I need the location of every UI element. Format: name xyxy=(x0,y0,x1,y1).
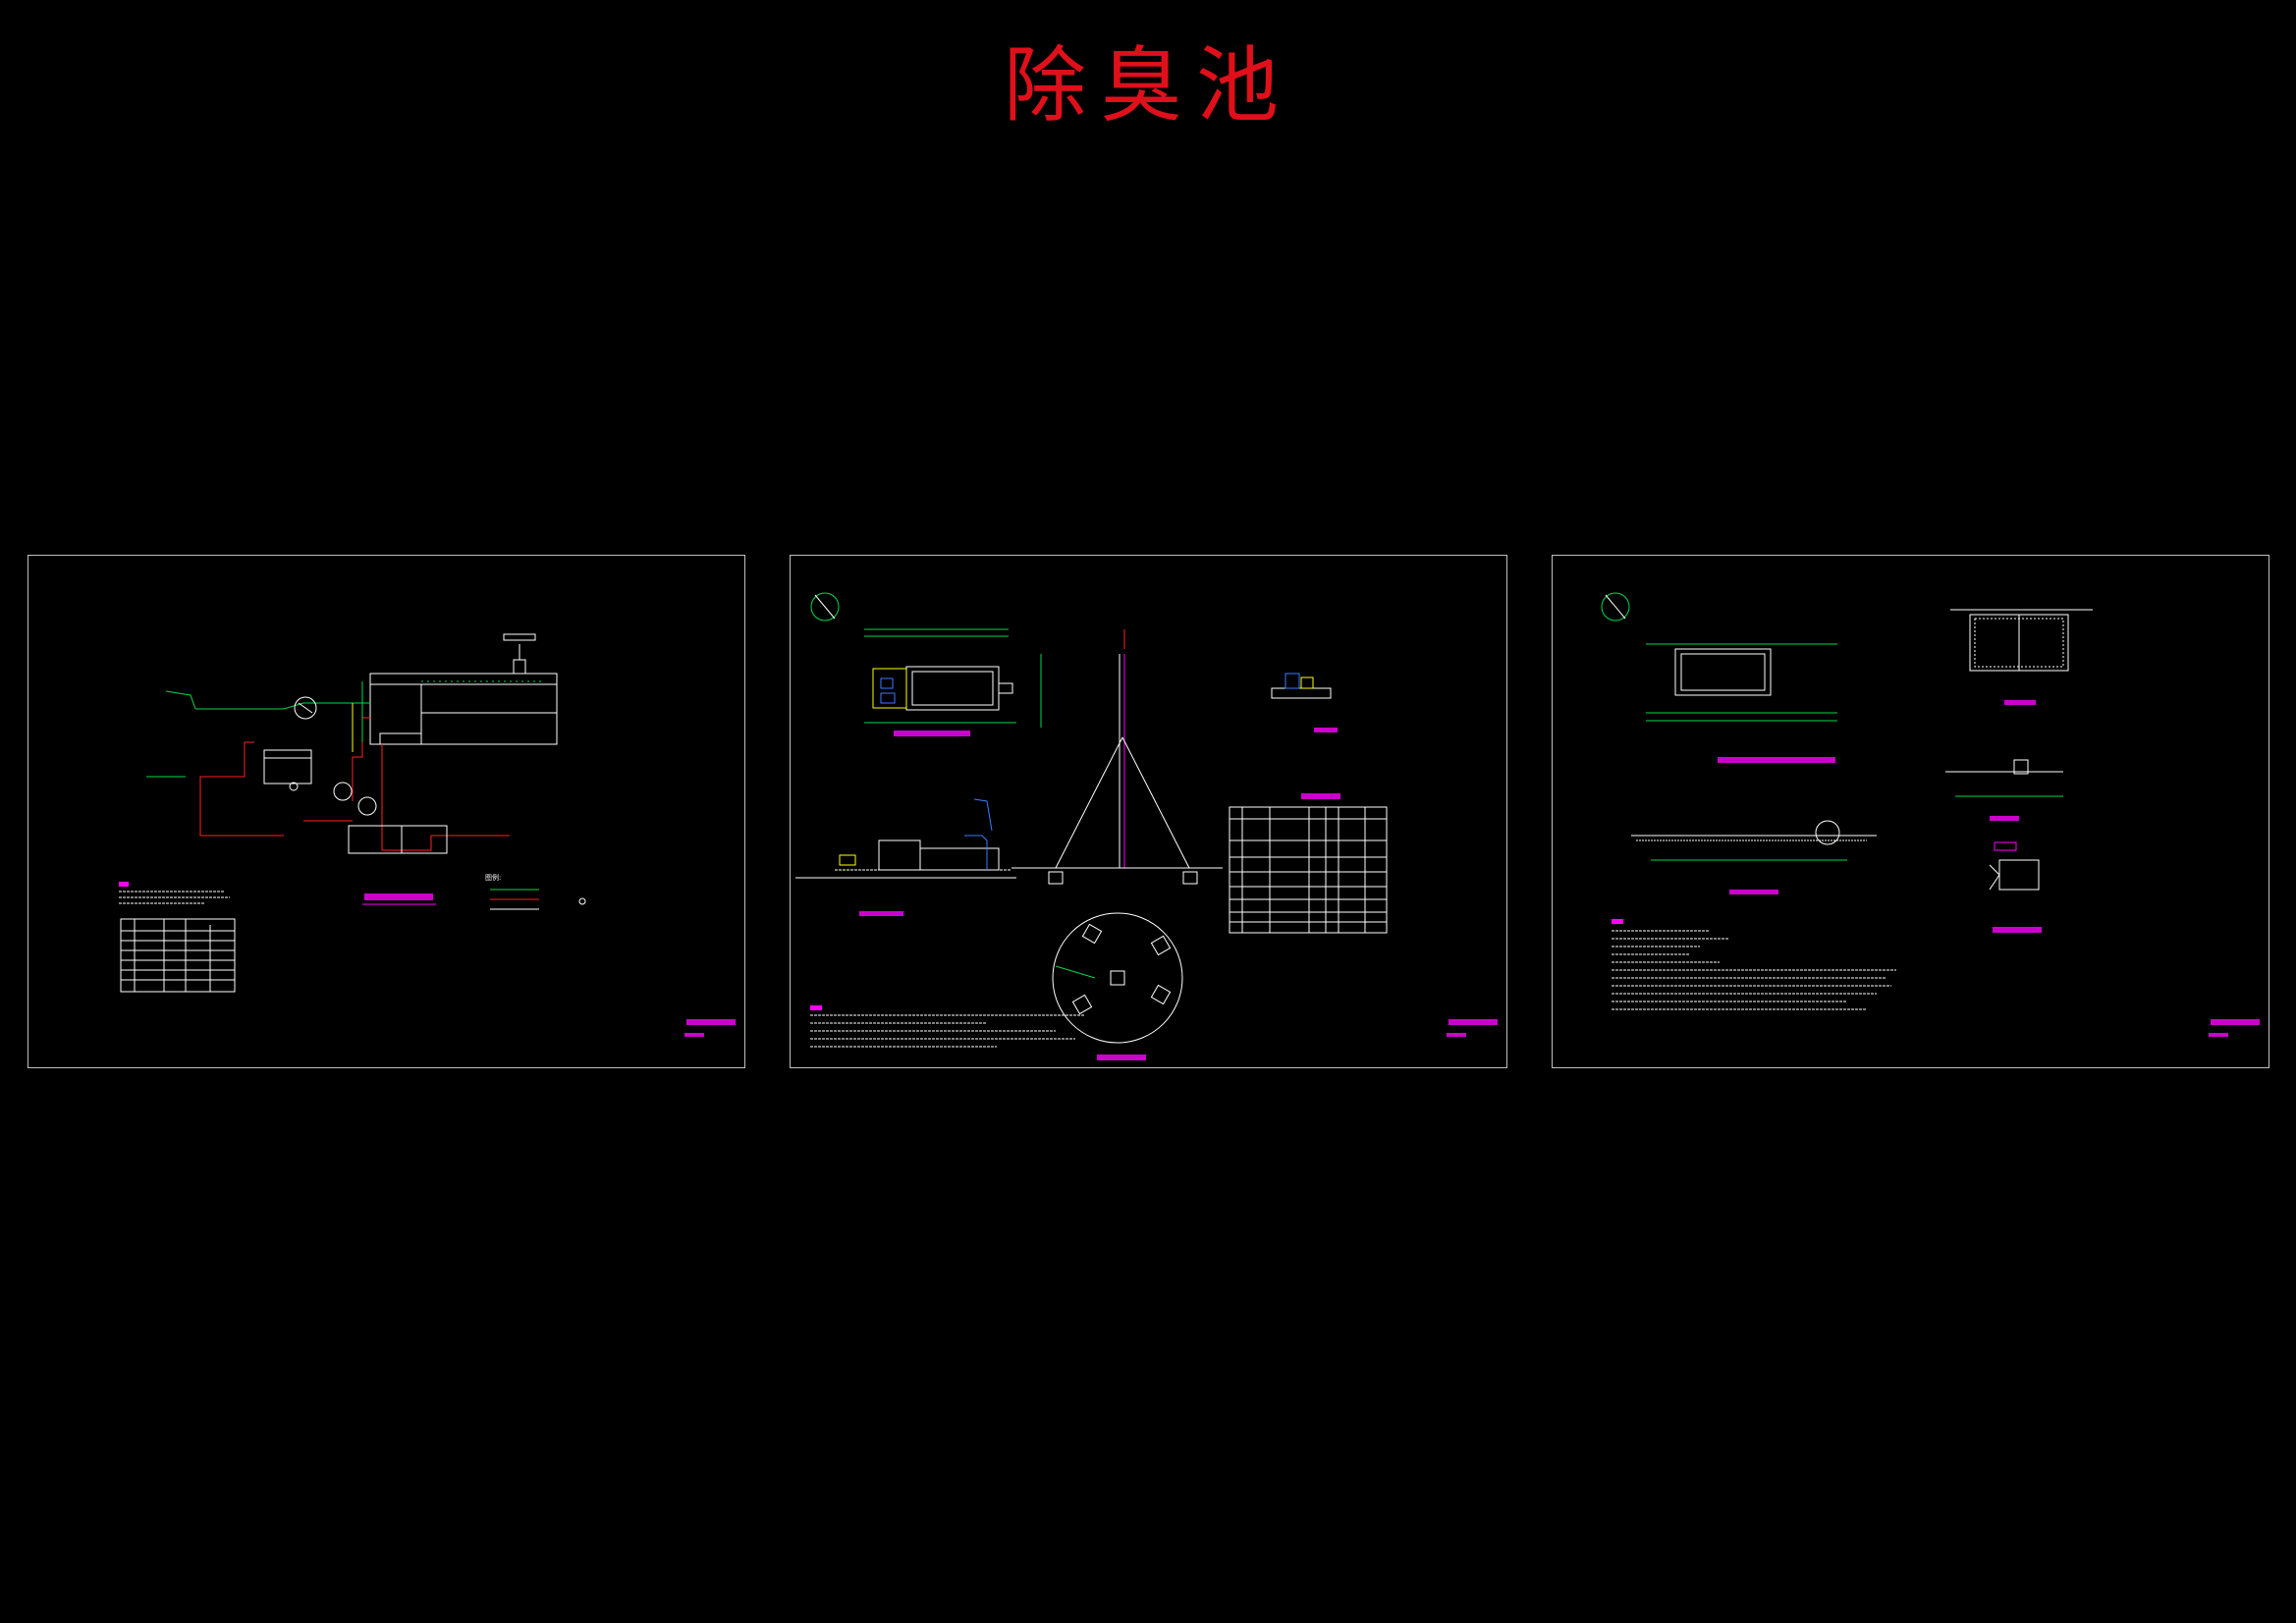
drawing-sheet-structural[interactable] xyxy=(1552,555,2269,1068)
plan-section-diagram xyxy=(795,592,1498,1060)
drawing-sheet-process-flow[interactable]: 图例: xyxy=(27,555,745,1068)
drawing-sheet-plan-section[interactable] xyxy=(790,555,1507,1068)
structural-diagram xyxy=(1601,592,2260,1037)
process-flow-diagram: 图例: xyxy=(119,633,736,1037)
svg-text:图例:: 图例: xyxy=(485,873,501,882)
drawing-title: 除臭池 xyxy=(1003,37,1292,134)
